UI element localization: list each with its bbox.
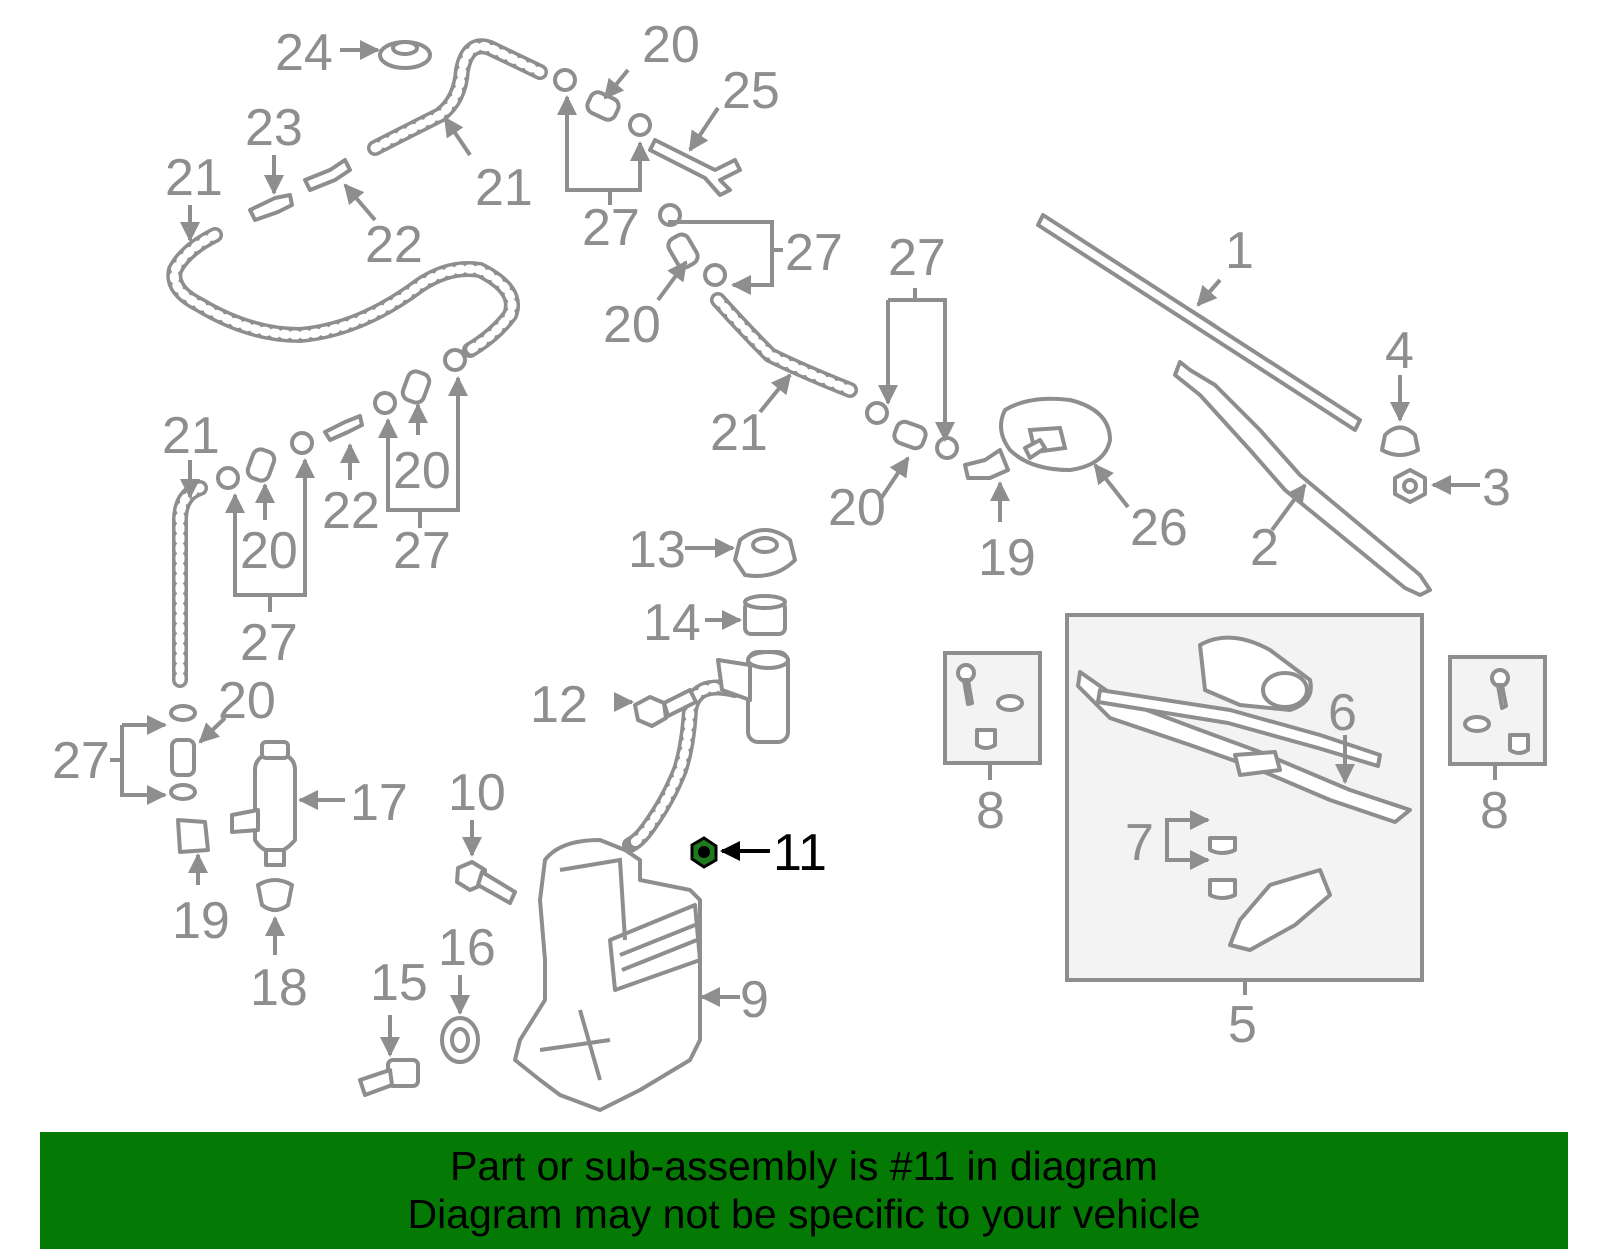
clamps-and-tubes bbox=[169, 68, 959, 854]
callout-27-top: 27 bbox=[582, 199, 640, 257]
part-5-linkage-contents bbox=[1076, 635, 1412, 952]
callout-26: 26 bbox=[1130, 499, 1188, 557]
part-8-kit-right-parts bbox=[1463, 668, 1530, 755]
callout-21-left-lower: 21 bbox=[162, 407, 220, 465]
callout-9: 9 bbox=[740, 971, 769, 1029]
part-3-nut bbox=[1393, 468, 1427, 504]
part-14-filler-neck bbox=[743, 594, 787, 636]
callout-21-middle: 21 bbox=[710, 404, 768, 462]
callout-17: 17 bbox=[350, 774, 408, 832]
callout-12: 12 bbox=[530, 676, 588, 734]
part-22-connector-top bbox=[303, 158, 352, 192]
part-19-connector-right bbox=[963, 448, 1010, 480]
callout-11-highlighted: 11 bbox=[773, 824, 827, 882]
part-reservoir-neck bbox=[716, 650, 790, 744]
callout-23: 23 bbox=[245, 99, 303, 157]
callout-18: 18 bbox=[250, 959, 308, 1017]
part-10-bolt bbox=[455, 860, 517, 905]
hose-upper-loop bbox=[166, 227, 520, 358]
callout-8-left: 8 bbox=[976, 782, 1005, 840]
callout-1: 1 bbox=[1225, 222, 1254, 280]
callout-6: 6 bbox=[1328, 684, 1357, 742]
part-15-level-sensor bbox=[358, 1058, 420, 1097]
part-8-kit-left-parts bbox=[956, 663, 1024, 750]
callout-22-top: 22 bbox=[365, 216, 423, 274]
part-1-wiper-blade bbox=[1036, 213, 1362, 432]
part-2-wiper-arm bbox=[1173, 360, 1432, 597]
part-11-nut-highlighted bbox=[690, 836, 718, 869]
part-9-reservoir bbox=[513, 838, 702, 1112]
callout-8-right: 8 bbox=[1480, 782, 1509, 840]
callout-15: 15 bbox=[370, 954, 428, 1012]
part-26-nozzle-housing bbox=[999, 396, 1112, 472]
part-24-grommet bbox=[378, 40, 432, 70]
part-23-nozzle bbox=[248, 193, 294, 222]
callout-3: 3 bbox=[1482, 459, 1511, 517]
callout-20-mid-right: 20 bbox=[828, 479, 886, 537]
callout-27-top-right: 27 bbox=[785, 224, 843, 282]
banner-line-1: Part or sub-assembly is #11 in diagram bbox=[450, 1143, 1158, 1189]
callout-20-left-c: 20 bbox=[218, 672, 276, 730]
callout-4: 4 bbox=[1385, 322, 1414, 380]
callout-20-left-b: 20 bbox=[393, 442, 451, 500]
part-25-y-connector bbox=[648, 138, 742, 197]
callout-16: 16 bbox=[438, 919, 496, 977]
callout-20-top: 20 bbox=[642, 16, 700, 74]
callout-19-left: 19 bbox=[172, 892, 230, 950]
hose-left-vertical bbox=[172, 480, 208, 688]
callout-7: 7 bbox=[1125, 814, 1154, 872]
callout-22-lower: 22 bbox=[322, 482, 380, 540]
callout-24: 24 bbox=[275, 24, 333, 82]
callout-19-right: 19 bbox=[978, 529, 1036, 587]
callout-2: 2 bbox=[1250, 519, 1279, 577]
callout-21-top: 21 bbox=[475, 159, 533, 217]
part-16-grommet bbox=[440, 1016, 480, 1064]
callout-27-middle: 27 bbox=[888, 229, 946, 287]
hose-reservoir bbox=[622, 679, 743, 853]
part-13-cap bbox=[733, 528, 797, 578]
part-4-cap bbox=[1380, 425, 1420, 457]
callout-5: 5 bbox=[1228, 996, 1257, 1054]
callout-13: 13 bbox=[628, 521, 686, 579]
hose-middle bbox=[710, 292, 858, 398]
callout-27-left-b: 27 bbox=[393, 522, 451, 580]
banner-line-2: Diagram may not be specific to your vehi… bbox=[407, 1191, 1201, 1237]
callout-27-far-left: 27 bbox=[52, 732, 110, 790]
hose-top bbox=[367, 38, 548, 156]
callout-20-left-a: 20 bbox=[240, 522, 298, 580]
part-18-grommet bbox=[256, 878, 294, 912]
leader-lines bbox=[110, 40, 1497, 1057]
callout-20-mid-left: 20 bbox=[603, 296, 661, 354]
info-banner: Part or sub-assembly is #11 in diagram D… bbox=[40, 1132, 1568, 1249]
callout-27-left-a: 27 bbox=[240, 614, 298, 672]
callout-21-left: 21 bbox=[165, 149, 223, 207]
part-12-bolt bbox=[633, 688, 698, 728]
part-17-washer-pump bbox=[230, 740, 297, 867]
callout-10: 10 bbox=[448, 764, 506, 822]
callout-14: 14 bbox=[643, 594, 701, 652]
callout-25: 25 bbox=[722, 62, 780, 120]
